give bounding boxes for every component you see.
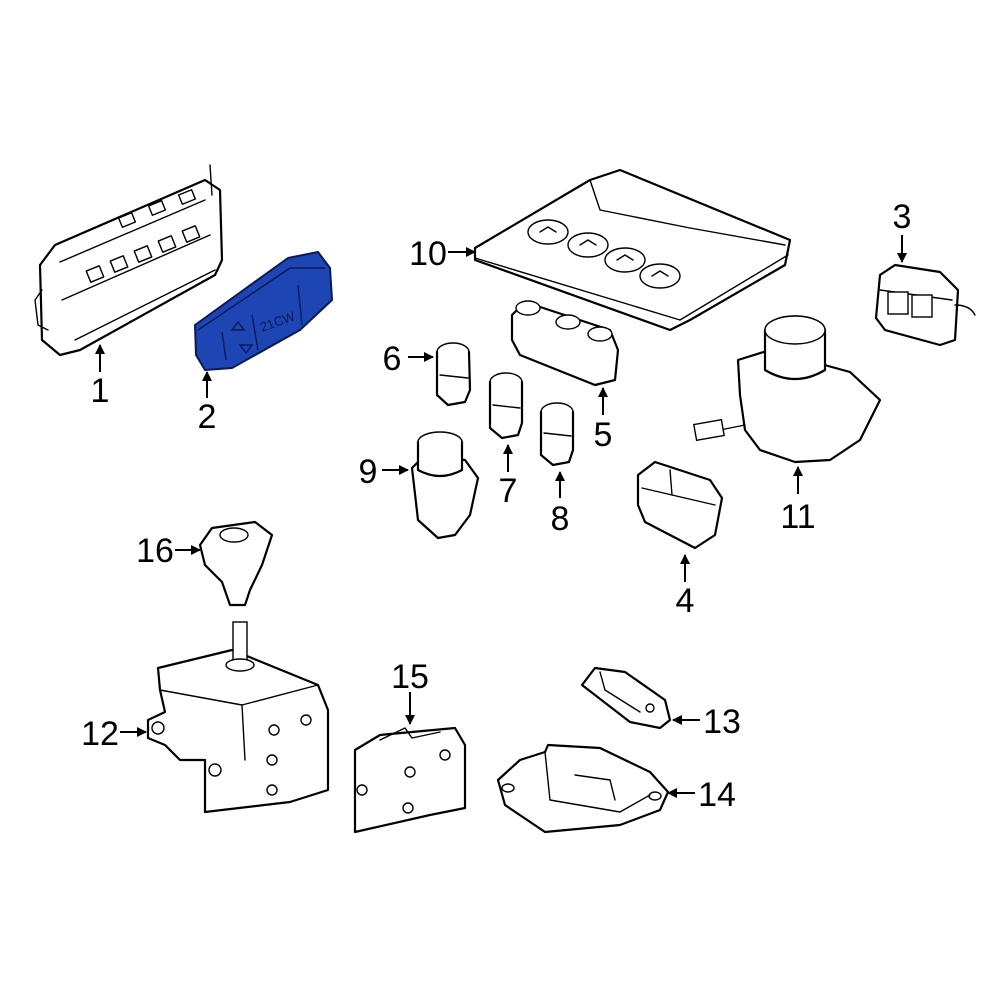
callout-15[interactable]: 15: [391, 658, 429, 696]
part-13-bracket[interactable]: [580, 666, 672, 730]
callout-5[interactable]: 5: [594, 416, 613, 454]
callout-10[interactable]: 10: [409, 235, 447, 273]
part-7-switch[interactable]: [488, 372, 524, 440]
callout-9[interactable]: 9: [359, 453, 378, 491]
part-16-shift-knob[interactable]: [198, 520, 274, 607]
callout-13[interactable]: 13: [703, 703, 741, 741]
callout-3[interactable]: 3: [893, 198, 912, 236]
callout-16[interactable]: 16: [136, 532, 174, 570]
part-14-base-bracket[interactable]: [496, 743, 670, 834]
part-11-controller[interactable]: [693, 315, 882, 464]
part-8-switch[interactable]: [539, 402, 575, 467]
part-2-switch-module-highlighted[interactable]: 21CW: [194, 251, 333, 371]
callout-14[interactable]: 14: [698, 776, 736, 814]
part-3-switch-block[interactable]: [874, 263, 976, 347]
callout-2[interactable]: 2: [198, 398, 217, 436]
part-15-control-module[interactable]: [353, 726, 467, 834]
part-5-switch-assembly[interactable]: [510, 300, 620, 387]
part-9-rotary-knob[interactable]: [410, 431, 480, 540]
callout-11[interactable]: 11: [780, 498, 815, 536]
part-1-control-panel[interactable]: [34, 164, 224, 357]
part-4-rocker-switch[interactable]: [636, 460, 724, 550]
part-10-console-cover[interactable]: [473, 168, 792, 332]
callout-6[interactable]: 6: [383, 340, 402, 378]
callout-1[interactable]: 1: [91, 372, 110, 410]
callout-8[interactable]: 8: [551, 500, 570, 538]
part-12-shifter-assembly[interactable]: [146, 621, 330, 814]
part-6-switch[interactable]: [435, 342, 472, 407]
callout-7[interactable]: 7: [499, 472, 518, 510]
callout-4[interactable]: 4: [676, 582, 695, 620]
callout-12[interactable]: 12: [81, 715, 119, 753]
